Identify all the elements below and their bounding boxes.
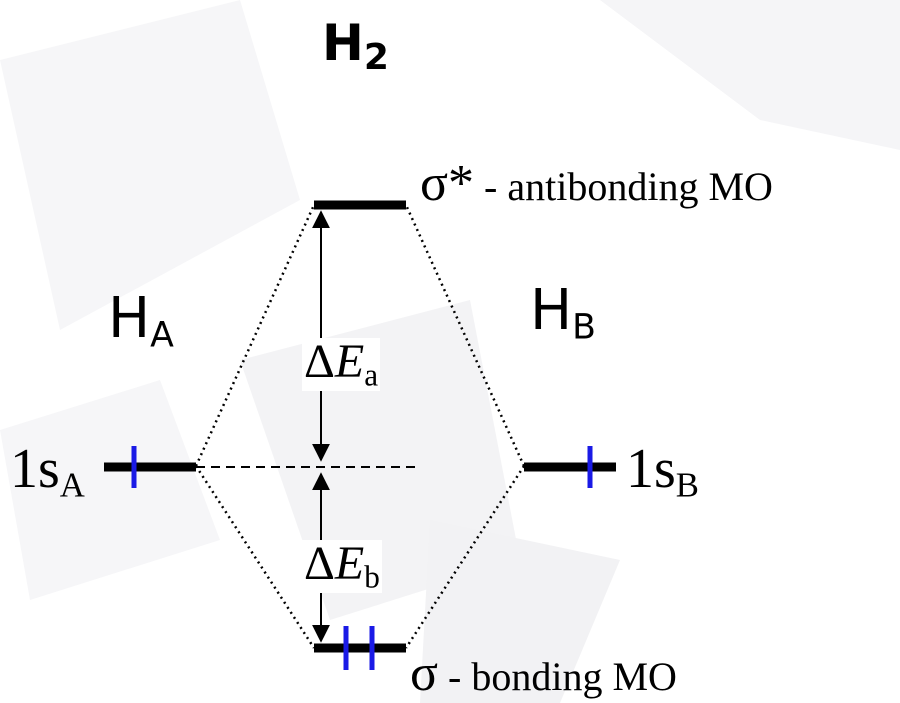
background-shape: [420, 520, 620, 703]
bonding-energy-gap-label: ΔEb: [302, 537, 382, 595]
antibonding-energy-gap-label: ΔEa: [302, 335, 381, 393]
antibonding-mo-label: σ* - antibonding MO: [420, 155, 773, 212]
atom-label-right: HB: [530, 278, 596, 348]
correlation-line: [194, 465, 316, 649]
molecule-title: H2: [322, 14, 389, 78]
right-atomic-orbital-label: 1sB: [626, 438, 699, 505]
correlation-line: [404, 204, 526, 467]
background-shape: [600, 0, 900, 150]
bonding-mo-label: σ - bonding MO: [410, 645, 677, 702]
background-shape: [0, 380, 220, 600]
atom-label-left: HA: [108, 286, 174, 356]
background-shape: [0, 0, 300, 330]
correlation-line: [194, 204, 316, 467]
correlation-line: [404, 465, 526, 649]
left-atomic-orbital-label: 1sA: [10, 438, 85, 505]
